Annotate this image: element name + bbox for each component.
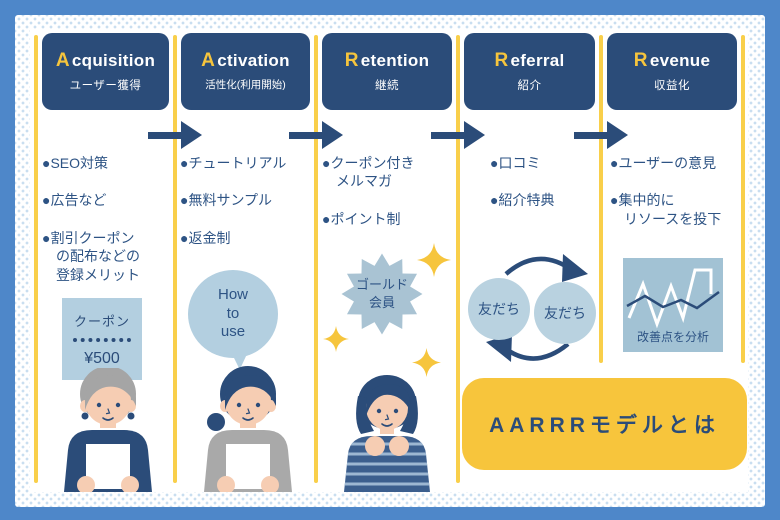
- stage-name: eferral: [510, 50, 565, 70]
- bullet-item: ●ポイント制: [322, 210, 401, 227]
- starburst-icon: [341, 253, 423, 335]
- stage-name: cquisition: [71, 50, 156, 70]
- stage-subtitle: ユーザー獲得: [69, 79, 142, 92]
- gold-member-badge: ゴールド 会員: [338, 250, 426, 338]
- stage-subtitle: 継続: [375, 79, 399, 92]
- cycle-arrows-icon: [486, 254, 588, 362]
- bullet-item: ●無料サンプル: [180, 192, 273, 209]
- bullet-list-retention: ●クーポン付き メルマガ ●ポイント制: [322, 154, 456, 247]
- bullet-item: ●集中的に リソースを投下: [610, 192, 722, 227]
- bullet-item: ●広告など: [42, 192, 107, 209]
- stage-subtitle: 収益化: [654, 79, 690, 92]
- friend-label: 友だち: [544, 305, 586, 321]
- howto-speech-bubble: How to use: [188, 270, 278, 358]
- sparkle-icon: [323, 326, 349, 352]
- column-divider: [599, 35, 603, 363]
- column-divider: [314, 35, 318, 483]
- bullet-list-revenue: ●ユーザーの意見 ●集中的に リソースを投下: [610, 154, 744, 247]
- person-illustration-activation: [204, 366, 292, 492]
- coupon-card: クーポン ¥500: [62, 298, 142, 380]
- friend-circle-right: 友だち: [534, 282, 596, 344]
- coupon-divider: [73, 337, 131, 342]
- aarrr-title-box: AARRRモデルとは: [462, 378, 747, 470]
- chart-lines-icon: [626, 268, 720, 329]
- bullet-item: ●返金制: [180, 229, 231, 246]
- column-divider: [34, 35, 38, 483]
- sparkle-icon: [412, 348, 441, 377]
- bullet-item: ●SEO対策: [42, 155, 109, 171]
- bullet-item: ●ユーザーの意見: [610, 155, 717, 171]
- stage-initial: R: [633, 49, 648, 71]
- bullet-list-acquisition: ●SEO対策 ●広告など ●割引クーポン の配布などの 登録メリット: [42, 154, 174, 303]
- flow-arrow-icon: [148, 121, 202, 149]
- person-illustration-retention: [344, 375, 430, 492]
- stage-name: evenue: [649, 50, 711, 70]
- bullet-list-referral: ●口コミ ●紹介特典: [490, 154, 600, 229]
- chart-caption: 改善点を分析: [636, 330, 709, 344]
- person-illustration-acquisition: [64, 368, 152, 492]
- bullet-item: ●紹介特典: [490, 192, 555, 209]
- flow-arrow-icon: [289, 121, 343, 149]
- referral-cycle: 友だち 友だち: [466, 250, 606, 368]
- stage-subtitle: 活性化(利用開始): [205, 79, 286, 91]
- sparkle-icon: [417, 243, 451, 277]
- bullet-list-activation: ●チュートリアル ●無料サンプル ●返金制: [180, 154, 314, 266]
- bullet-item: ●チュートリアル: [180, 155, 287, 171]
- stage-initial: A: [201, 50, 216, 71]
- bullet-item: ●クーポン付き メルマガ: [322, 155, 415, 190]
- coupon-price: ¥500: [84, 349, 120, 367]
- friend-circle-left: 友だち: [468, 278, 530, 340]
- friend-label: 友だち: [478, 301, 520, 317]
- coupon-label: クーポン: [73, 313, 130, 329]
- flow-arrow-icon: [431, 121, 485, 149]
- stage-initial: R: [494, 49, 509, 71]
- column-divider: [741, 35, 745, 363]
- stage-name: etention: [360, 50, 430, 70]
- aarrr-title: AARRRモデルとは: [489, 414, 720, 437]
- flow-arrow-icon: [574, 121, 628, 149]
- stage-subtitle: 紹介: [517, 79, 542, 92]
- bullet-item: ●口コミ: [490, 155, 541, 171]
- stage-initial: R: [344, 49, 359, 71]
- stage-name: ctivation: [217, 51, 290, 70]
- gold-badge-label: ゴールド 会員: [355, 276, 408, 310]
- column-divider: [456, 35, 460, 483]
- analytics-chart: 改善点を分析: [623, 258, 723, 352]
- bullet-item: ●割引クーポン の配布などの 登録メリット: [42, 229, 140, 283]
- stage-initial: A: [55, 49, 70, 71]
- column-divider: [173, 35, 177, 483]
- howto-text: How to use: [217, 285, 248, 341]
